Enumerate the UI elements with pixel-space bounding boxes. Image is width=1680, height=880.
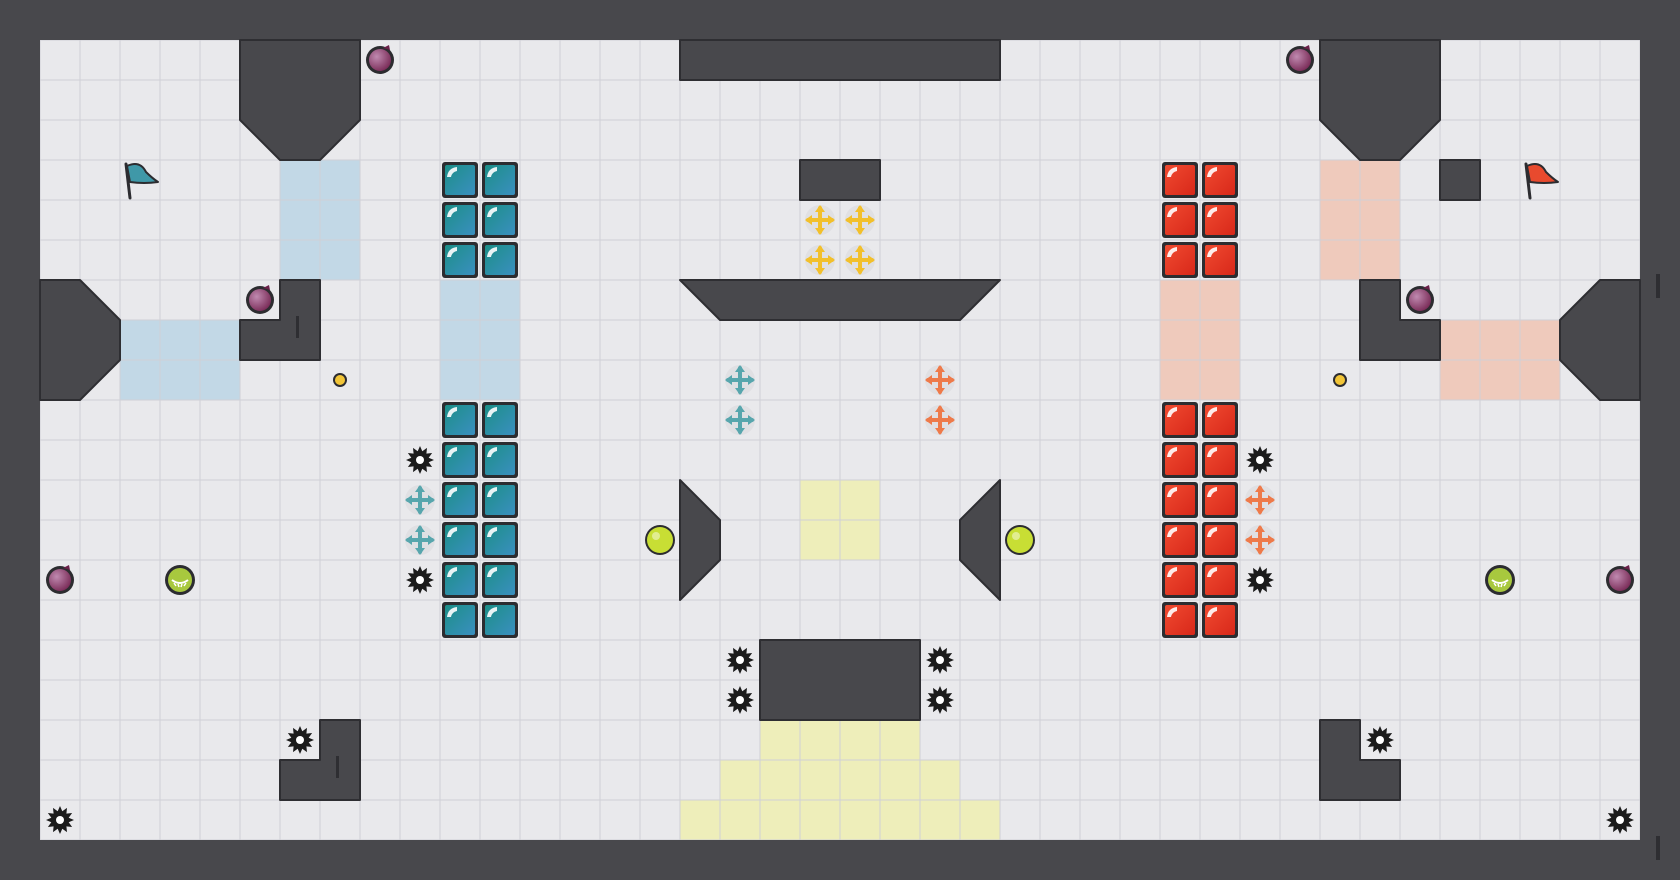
wall-block bbox=[679, 39, 1001, 81]
boost-arrow-icon bbox=[1245, 525, 1275, 555]
blue-team-tile bbox=[482, 402, 518, 438]
blue-team-tile bbox=[482, 442, 518, 478]
boost-arrow-icon bbox=[845, 205, 875, 235]
red-team-tile bbox=[1162, 202, 1198, 238]
blue-team-tile bbox=[442, 162, 478, 198]
spike-icon bbox=[926, 646, 954, 674]
red-team-tile bbox=[1162, 602, 1198, 638]
blue-team-tile bbox=[442, 402, 478, 438]
spike-icon bbox=[406, 566, 434, 594]
boost-arrow-icon bbox=[925, 365, 955, 395]
token-icon bbox=[1333, 373, 1347, 387]
blue-team-tile bbox=[442, 522, 478, 558]
red-team-tile bbox=[1202, 402, 1238, 438]
powerup-orb-icon bbox=[246, 285, 274, 314]
gate-icon bbox=[1005, 525, 1035, 555]
blue-team-tile bbox=[482, 202, 518, 238]
team-tile-layer bbox=[442, 162, 1238, 638]
wall-block bbox=[39, 279, 121, 401]
blue-team-tile bbox=[482, 162, 518, 198]
wall-block bbox=[1319, 39, 1441, 161]
red-team-tile bbox=[1202, 162, 1238, 198]
powerup-orb-icon bbox=[1286, 45, 1314, 74]
portal-icon bbox=[1485, 565, 1515, 595]
wall-block bbox=[679, 279, 1001, 321]
wall-block bbox=[799, 159, 881, 201]
spike-icon bbox=[406, 446, 434, 474]
boost-arrow-icon bbox=[925, 405, 955, 435]
red-team-tile bbox=[1202, 242, 1238, 278]
spike-icon bbox=[286, 726, 314, 754]
blue-team-tile bbox=[442, 562, 478, 598]
powerup-orb-icon bbox=[1406, 285, 1434, 314]
blue-team-tile bbox=[442, 242, 478, 278]
wall-block bbox=[959, 479, 1001, 601]
spike-icon bbox=[1246, 566, 1274, 594]
boost-arrow-icon bbox=[1245, 485, 1275, 515]
powerup-orb-icon bbox=[1606, 565, 1634, 594]
wall-block bbox=[239, 39, 361, 161]
blue-team-tile bbox=[482, 242, 518, 278]
wall-block bbox=[679, 479, 721, 601]
spike-icon bbox=[1246, 446, 1274, 474]
wall-block bbox=[279, 719, 361, 801]
blue-team-tile bbox=[482, 602, 518, 638]
portal-icon bbox=[165, 565, 195, 595]
boost-arrow-icon bbox=[845, 245, 875, 275]
spike-icon bbox=[726, 686, 754, 714]
red-team-tile bbox=[1202, 522, 1238, 558]
boost-arrow-icon bbox=[725, 365, 755, 395]
red-team-tile bbox=[1202, 602, 1238, 638]
red-team-tile bbox=[1162, 562, 1198, 598]
wall-block bbox=[1359, 279, 1441, 361]
red-team-tile bbox=[1202, 562, 1238, 598]
red-team-tile bbox=[1162, 522, 1198, 558]
item-layer bbox=[46, 45, 1634, 834]
powerup-orb-icon bbox=[46, 565, 74, 594]
wall-block bbox=[1559, 279, 1641, 401]
red-flag-icon bbox=[1524, 162, 1559, 200]
wall-block bbox=[1319, 719, 1401, 801]
blue-team-tile bbox=[482, 522, 518, 558]
red-team-tile bbox=[1162, 442, 1198, 478]
blue-team-tile bbox=[442, 202, 478, 238]
blue-team-tile bbox=[442, 602, 478, 638]
token-icon bbox=[333, 373, 347, 387]
boost-arrow-icon bbox=[805, 245, 835, 275]
boost-arrow-icon bbox=[725, 405, 755, 435]
red-team-tile bbox=[1162, 242, 1198, 278]
wall-block bbox=[759, 639, 921, 721]
red-team-tile bbox=[1202, 202, 1238, 238]
boost-arrow-icon bbox=[405, 525, 435, 555]
spike-icon bbox=[726, 646, 754, 674]
spike-icon bbox=[46, 806, 74, 834]
spike-icon bbox=[1366, 726, 1394, 754]
gate-icon bbox=[645, 525, 675, 555]
boost-arrow-icon bbox=[405, 485, 435, 515]
red-team-tile bbox=[1162, 162, 1198, 198]
red-team-tile bbox=[1202, 482, 1238, 518]
blue-team-tile bbox=[482, 562, 518, 598]
blue-team-tile bbox=[442, 482, 478, 518]
powerup-orb-icon bbox=[366, 45, 394, 74]
blue-flag-icon bbox=[124, 162, 159, 200]
spike-icon bbox=[1606, 806, 1634, 834]
blue-team-tile bbox=[442, 442, 478, 478]
wall-block bbox=[1439, 159, 1481, 201]
red-team-tile bbox=[1162, 482, 1198, 518]
red-team-tile bbox=[1202, 442, 1238, 478]
spike-icon bbox=[926, 686, 954, 714]
wall-block bbox=[239, 279, 321, 361]
boost-arrow-icon bbox=[805, 205, 835, 235]
blue-team-tile bbox=[482, 482, 518, 518]
red-team-tile bbox=[1162, 402, 1198, 438]
